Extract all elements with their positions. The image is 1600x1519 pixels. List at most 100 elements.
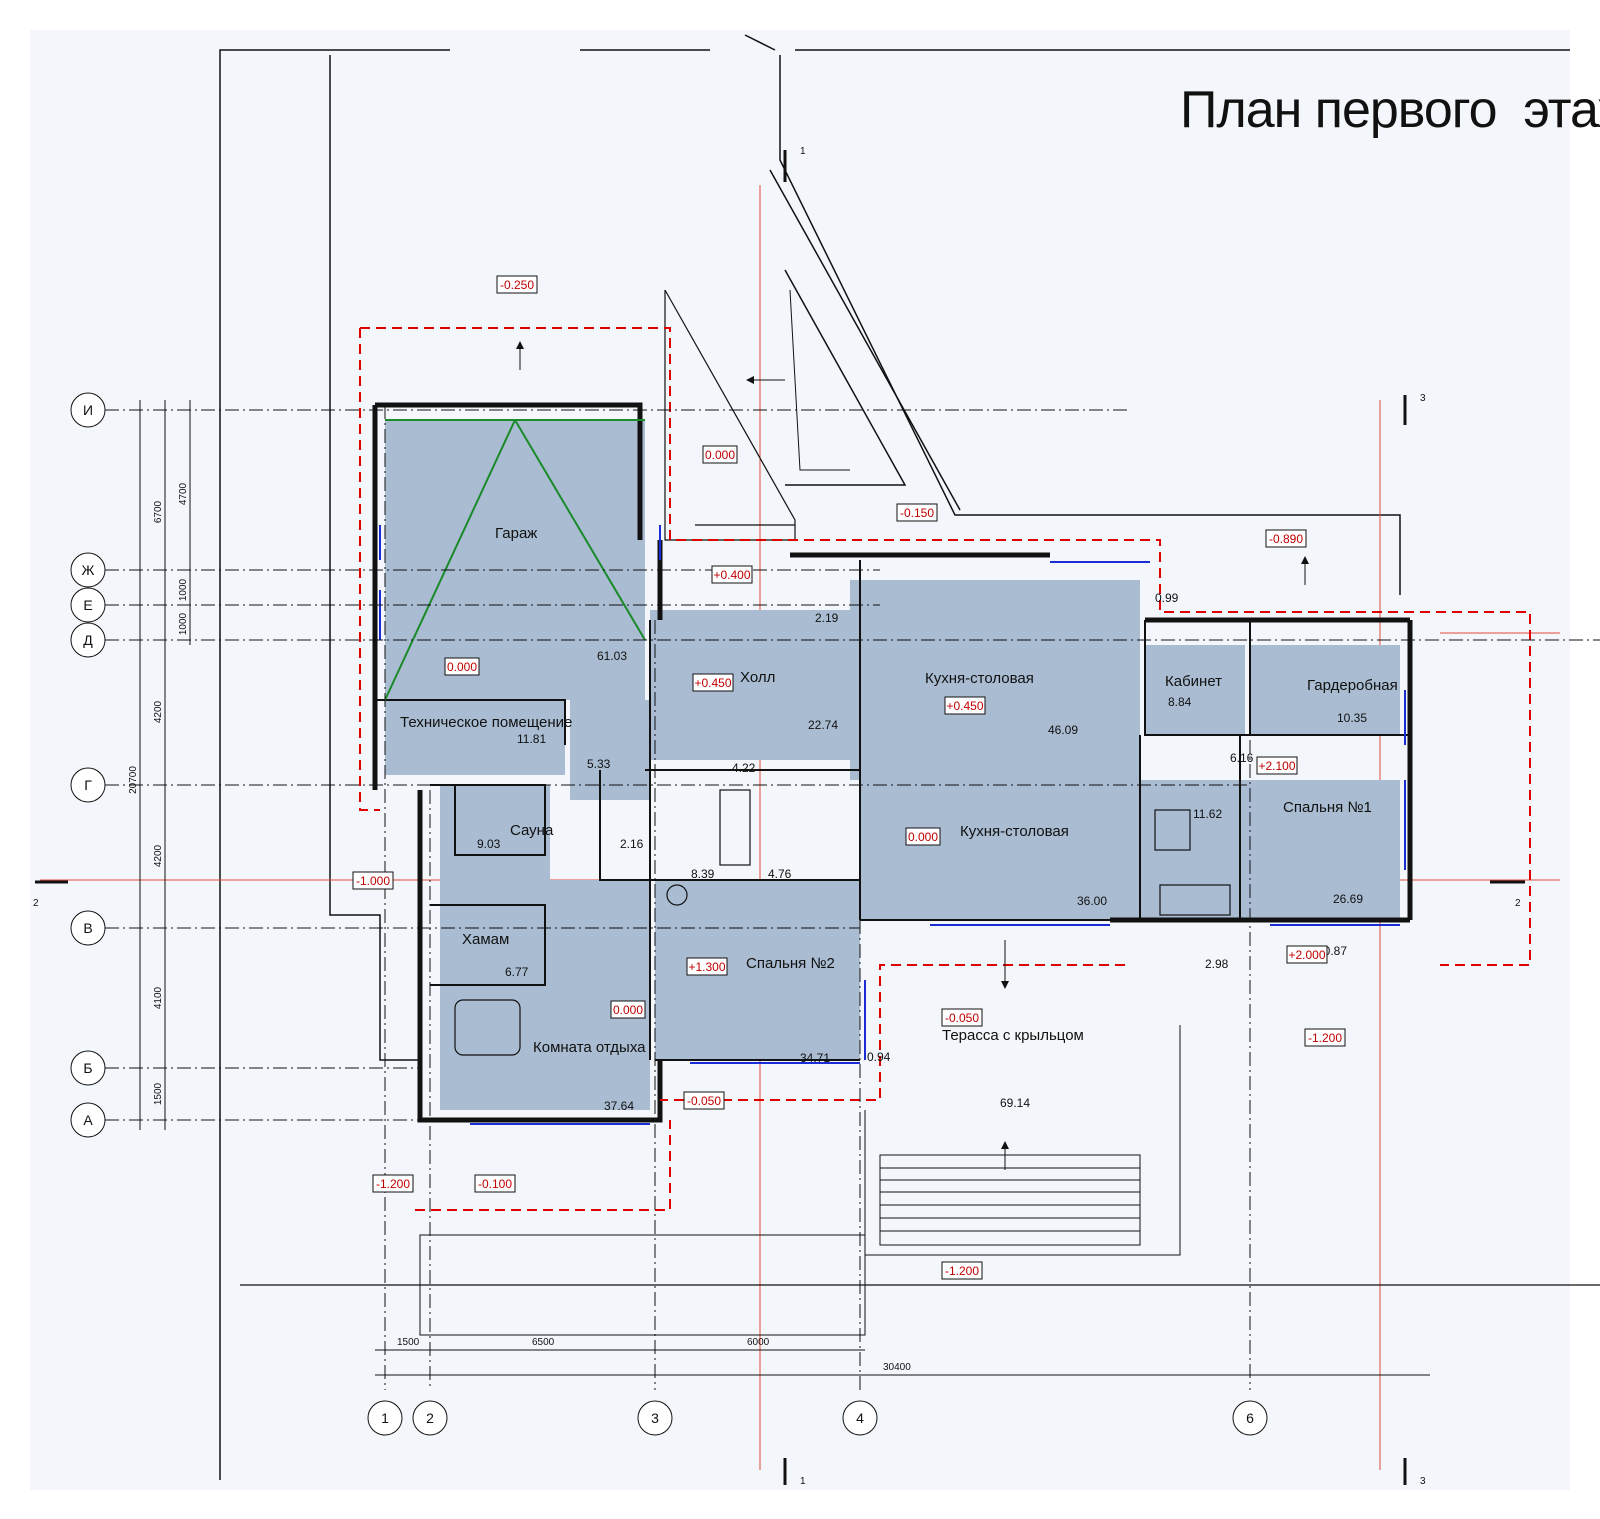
level-value: +2.000 <box>1288 948 1325 962</box>
room-area: 69.14 <box>1000 1096 1030 1110</box>
site-boundary-lines <box>40 34 1570 1480</box>
axis-row-label: Ж <box>82 562 95 578</box>
area-value: 11.62 <box>1193 807 1222 821</box>
level-value: +0.400 <box>713 568 750 582</box>
section-mark: 3 <box>1420 393 1426 404</box>
dimension-value: 1000 <box>178 578 189 601</box>
area-value: 0.99 <box>1155 591 1179 605</box>
level-value: -0.050 <box>687 1094 721 1108</box>
section-mark: 1 <box>800 146 806 157</box>
level-value: -1.200 <box>945 1264 979 1278</box>
dimension-value: 4700 <box>178 482 189 505</box>
level-value: -0.050 <box>945 1011 979 1025</box>
dimension-value: 6700 <box>153 500 164 523</box>
room-name: Сауна <box>510 822 554 839</box>
level-value: +1.300 <box>688 960 725 974</box>
windows <box>379 525 1406 1125</box>
level-value: -0.100 <box>478 1177 512 1191</box>
axis-column-label: 3 <box>651 1410 659 1426</box>
axis-column-label: 6 <box>1246 1410 1254 1426</box>
room-name: Хамам <box>462 931 509 948</box>
direction-arrows <box>516 341 1309 1170</box>
grid-axes <box>105 405 1600 1390</box>
room-name: Техническое помещение <box>400 714 572 731</box>
level-value: 0.000 <box>705 448 735 462</box>
level-value: 0.000 <box>613 1003 643 1017</box>
room-name: Холл <box>740 669 775 686</box>
axis-column-label: 2 <box>426 1410 434 1426</box>
room-name: Кухня-столовая <box>925 670 1034 687</box>
level-outlines <box>359 327 1531 1211</box>
section-cut-markers <box>35 150 1525 1485</box>
axis-row-label: А <box>83 1112 93 1128</box>
area-value: 0.94 <box>867 1050 891 1064</box>
axis-row-label: Е <box>83 597 92 613</box>
room-area: 46.09 <box>1048 723 1078 737</box>
room-name: Спальня №1 <box>1283 799 1372 816</box>
area-value: 2.16 <box>620 837 644 851</box>
level-value: +0.450 <box>946 699 983 713</box>
area-value: 2.98 <box>1205 957 1229 971</box>
level-markers: -0.250 0.000 -0.150 +0.400 -0.890 0.000 … <box>356 278 1342 1278</box>
terrace-stairs <box>240 1025 1600 1336</box>
dimension-value: 1500 <box>153 1082 164 1105</box>
room-name: Гараж <box>495 525 537 542</box>
level-value: -0.890 <box>1269 532 1303 546</box>
room-area: 22.74 <box>808 718 838 732</box>
axis-row-label: Д <box>83 632 93 648</box>
axis-row-label: Б <box>83 1060 92 1076</box>
dimension-value: 1500 <box>397 1337 420 1348</box>
dimension-value: 4200 <box>153 700 164 723</box>
dimension-value: 30400 <box>883 1362 911 1373</box>
section-mark: 3 <box>1420 1476 1426 1487</box>
section-mark-labels: 1 1 2 2 3 3 <box>33 146 1521 1487</box>
level-value: -1.000 <box>356 874 390 888</box>
axis-row-label: В <box>83 920 92 936</box>
room-area: 11.81 <box>517 732 546 746</box>
axis-row-label: И <box>83 402 93 418</box>
section-mark: 2 <box>33 898 39 909</box>
section-mark: 1 <box>800 1476 806 1487</box>
section-mark: 2 <box>1515 898 1521 909</box>
level-value: -0.150 <box>900 506 934 520</box>
area-value: 6.16 <box>1230 751 1254 765</box>
room-area: 8.84 <box>1168 695 1192 709</box>
room-area: 10.35 <box>1337 711 1367 725</box>
room-name: Комната отдыха <box>533 1039 646 1056</box>
area-value: 8.39 <box>691 867 715 881</box>
dimension-value: 1000 <box>178 612 189 635</box>
dimension-value: 20700 <box>128 766 139 794</box>
level-value: +2.100 <box>1258 759 1295 773</box>
room-labels: Гараж 61.03 Техническое помещение 11.81 … <box>400 525 1398 1113</box>
axis-bubbles <box>70 392 1268 1436</box>
room-name: Терасса с крыльцом <box>942 1027 1084 1044</box>
level-value: 0.000 <box>908 830 938 844</box>
area-value: 4.76 <box>768 867 792 881</box>
room-area: 34.71 <box>800 1051 830 1065</box>
room-name: Гардеробная <box>1307 677 1398 694</box>
level-value: -0.250 <box>500 278 534 292</box>
garage-door <box>384 419 646 701</box>
room-fills <box>385 420 1400 1110</box>
room-area: 26.69 <box>1333 892 1363 906</box>
area-value: 4.22 <box>732 761 756 775</box>
level-marker-boxes <box>352 275 1346 1280</box>
dimension-lines <box>139 400 1430 1376</box>
area-value: 5.33 <box>587 757 611 771</box>
room-area: 61.03 <box>597 649 627 663</box>
room-area: 6.77 <box>505 965 529 979</box>
room-area: 37.64 <box>604 1099 634 1113</box>
level-value: -1.200 <box>376 1177 410 1191</box>
dimension-values: 20700 6700 1000 1000 4200 4200 4100 1500… <box>128 482 911 1373</box>
dimension-value: 4100 <box>153 986 164 1009</box>
level-value: +0.450 <box>694 676 731 690</box>
axis-row-label: Г <box>84 777 92 793</box>
small-area-values: 2.19 0.99 5.33 4.22 2.16 8.39 4.76 6.16 … <box>587 591 1347 1064</box>
room-name: Спальня №2 <box>746 955 835 972</box>
level-value: 0.000 <box>447 660 477 674</box>
dimension-value: 6500 <box>532 1337 555 1348</box>
level-value: -1.200 <box>1308 1031 1342 1045</box>
axis-labels: И Ж Е Д Г В Б А 1 2 3 4 6 <box>82 402 1255 1426</box>
